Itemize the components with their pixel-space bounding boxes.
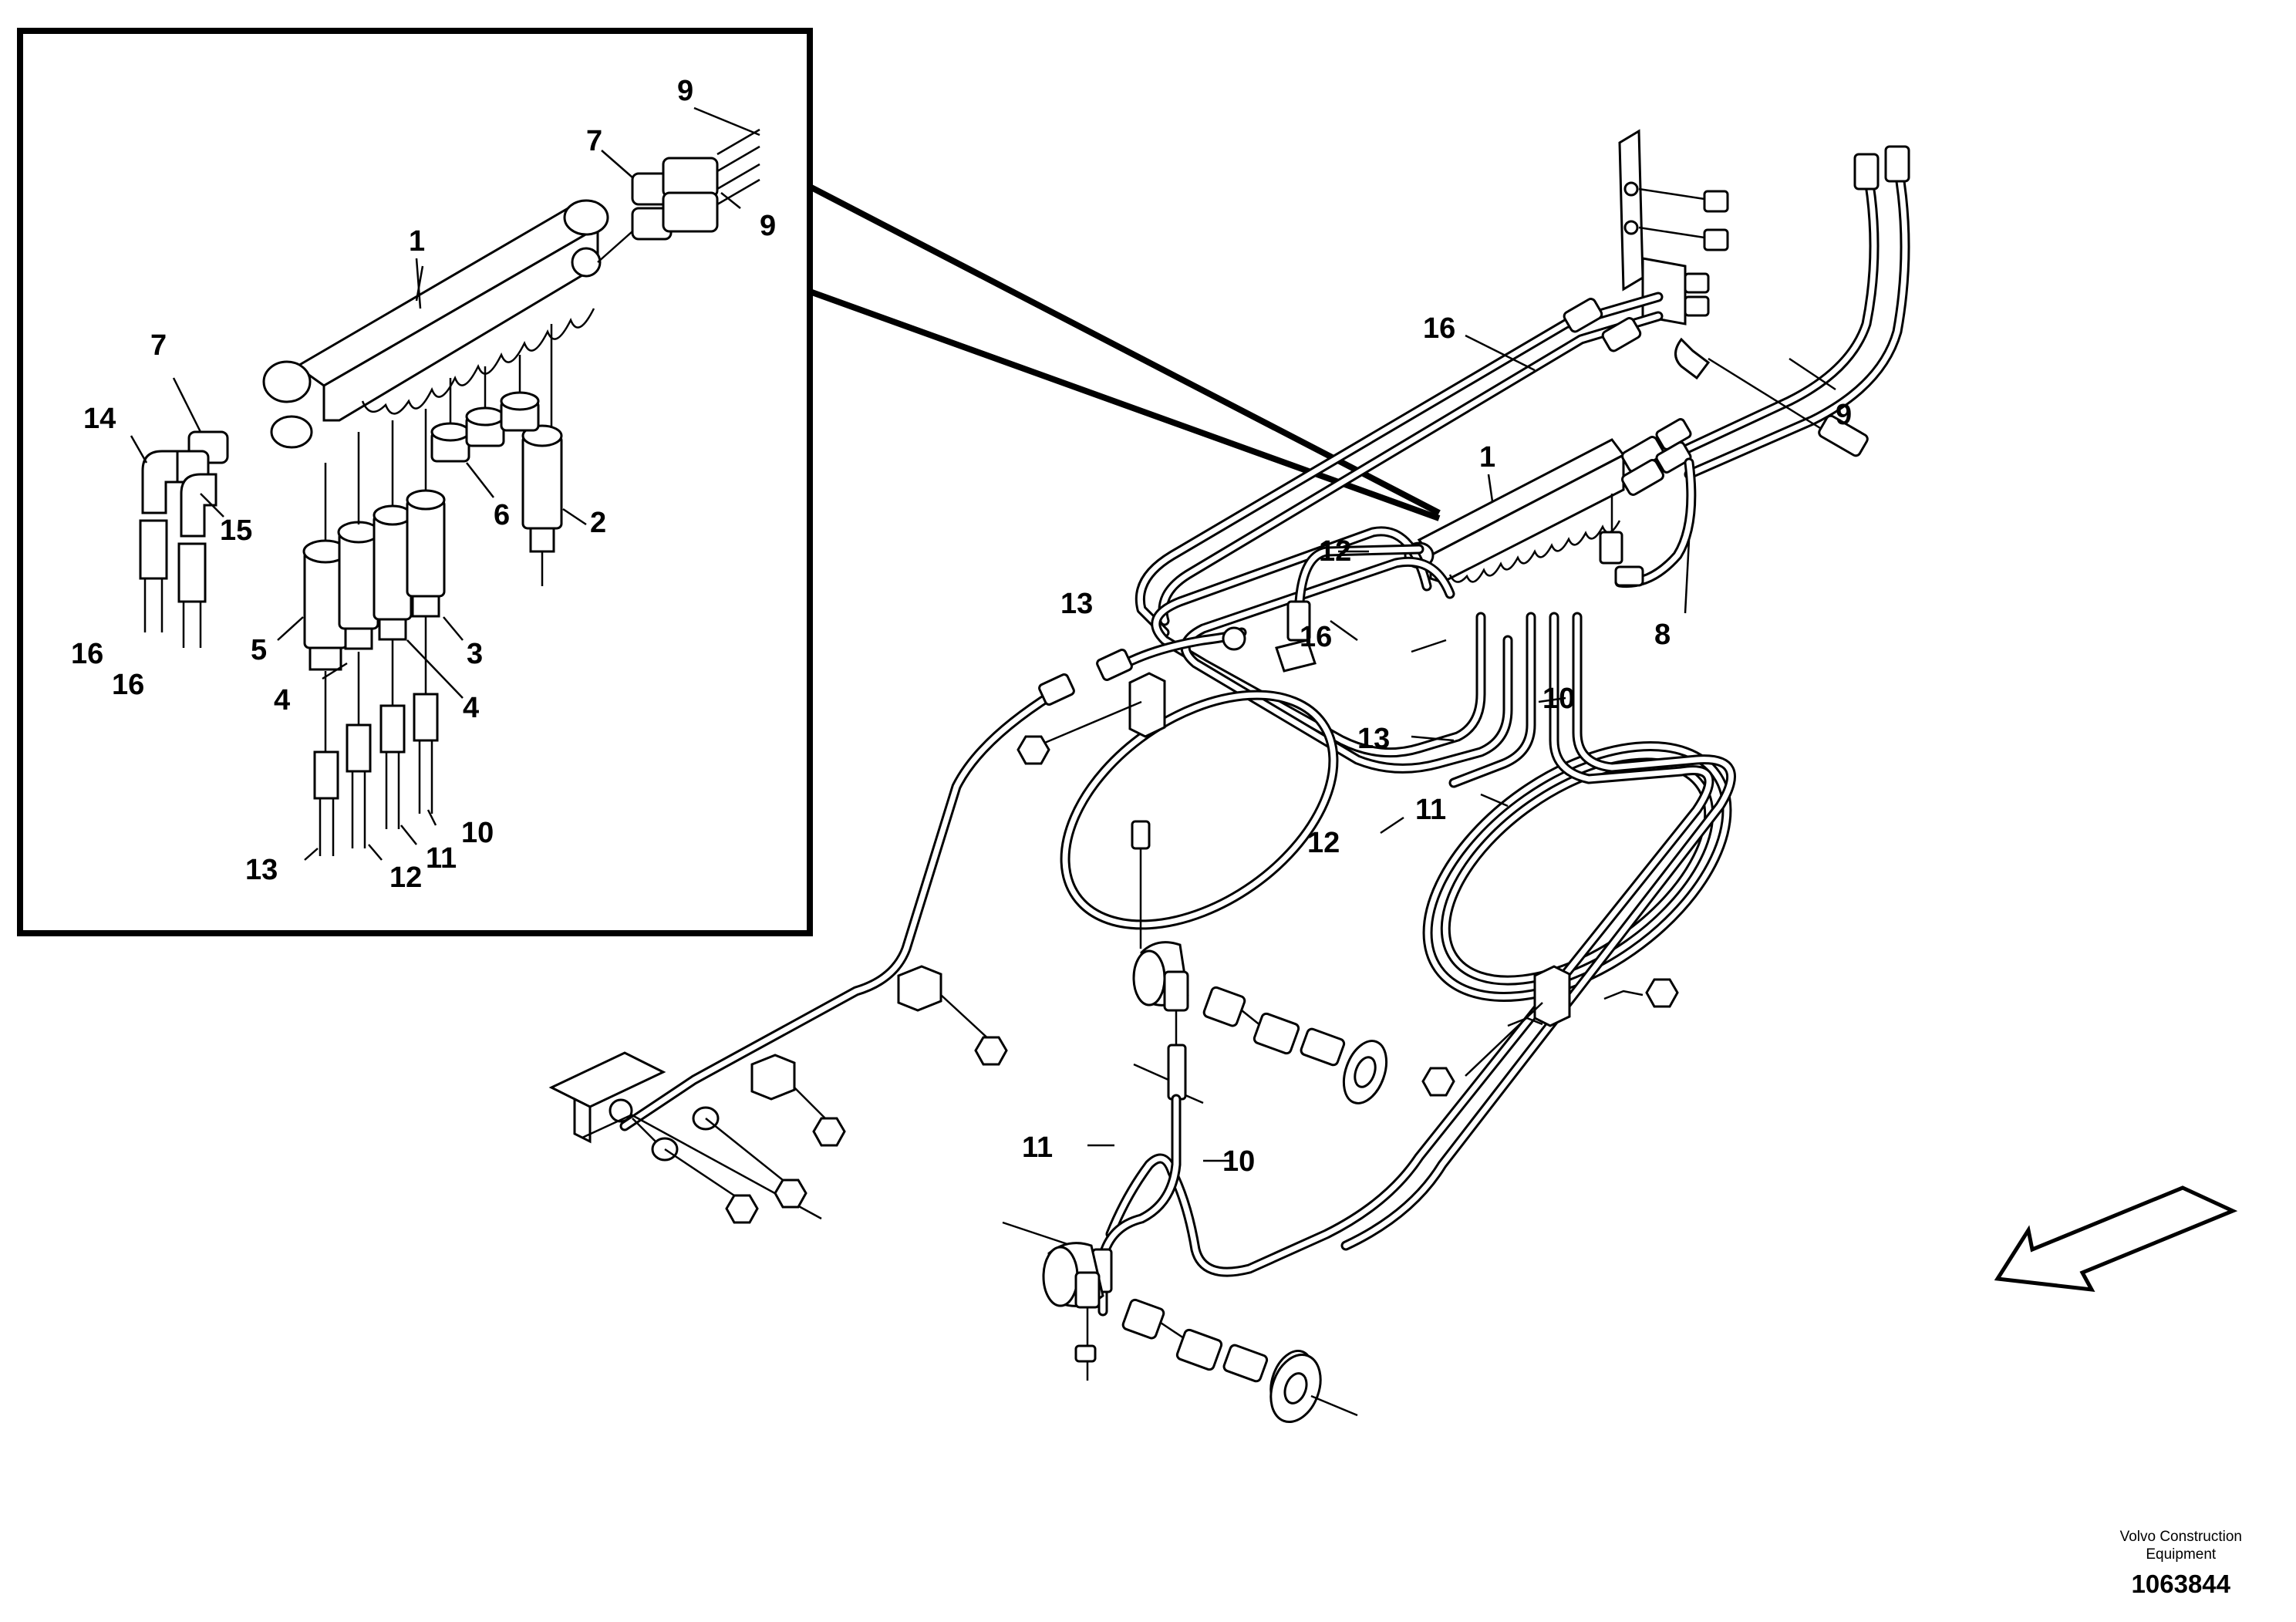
main-assembly: 1 8 9 10 10 11 11 12 12 13 13 16 16 xyxy=(548,129,1910,1424)
main-callout-12a: 12 xyxy=(1319,535,1351,568)
inset-callout-9b: 9 xyxy=(760,210,776,242)
inset-callout-5: 5 xyxy=(251,634,267,666)
main-callout-16b: 16 xyxy=(1300,621,1332,653)
plugs xyxy=(430,355,540,463)
main-callout-1: 1 xyxy=(1479,441,1495,474)
direction-arrow xyxy=(1994,1185,2238,1293)
zoom-leader-top xyxy=(808,184,1441,516)
main-callout-11a: 11 xyxy=(1415,794,1446,826)
adapter-fittings-top xyxy=(597,128,760,263)
inset-leader-lines xyxy=(130,106,760,861)
center-bolt xyxy=(1131,820,1151,949)
inset-callout-4a: 4 xyxy=(274,684,290,717)
inset-callout-7a: 7 xyxy=(586,125,602,157)
inset-callout-16a: 16 xyxy=(71,638,103,670)
manufacturer-line-2: Equipment xyxy=(2146,1546,2217,1563)
main-leader-lines xyxy=(1087,334,1836,1162)
elbow-fittings-left xyxy=(139,430,229,648)
ring-clamp-right xyxy=(1421,965,1679,1097)
hose-end-fittings xyxy=(313,617,439,856)
main-callout-11b: 11 xyxy=(1022,1131,1053,1164)
check-valves xyxy=(302,324,563,671)
drawing-footer: Volvo Construction Equipment 1063844 xyxy=(2120,1528,2242,1599)
inset-callout-1: 1 xyxy=(409,225,425,258)
nuts-washers-lower-left xyxy=(651,1036,1008,1224)
main-callout-16a: 16 xyxy=(1423,312,1455,345)
detail-inset: 1 2 3 4 4 5 6 7 7 9 9 10 11 12 13 14 15 … xyxy=(17,28,1441,936)
inset-callout-11: 11 xyxy=(426,842,457,875)
distribution-block xyxy=(262,199,609,449)
inset-callout-16b: 16 xyxy=(112,669,144,701)
zoom-leader-bottom xyxy=(808,288,1441,521)
inset-callout-6: 6 xyxy=(494,499,510,531)
inset-callout-13: 13 xyxy=(245,854,278,886)
drawing-number: 1063844 xyxy=(2131,1570,2231,1598)
distribution-block-main xyxy=(1404,418,1692,584)
hose-10-11-lower xyxy=(1097,1094,1182,1317)
clamp-blocks xyxy=(750,965,992,1119)
inset-callout-2: 2 xyxy=(590,507,606,539)
main-callout-10a: 10 xyxy=(1542,683,1575,715)
ring-clamp-left xyxy=(1017,626,1246,765)
inset-callout-15: 15 xyxy=(220,514,252,547)
bulkhead-fitting-upper xyxy=(1132,941,1388,1104)
main-callout-8: 8 xyxy=(1654,619,1671,651)
main-callout-9: 9 xyxy=(1836,399,1852,431)
manufacturer-line-1: Volvo Construction xyxy=(2119,1529,2242,1545)
inset-callout-4b: 4 xyxy=(463,692,479,724)
inset-callout-7b: 7 xyxy=(150,329,167,362)
main-callout-12b: 12 xyxy=(1307,827,1340,859)
inset-callout-12: 12 xyxy=(389,862,422,894)
inset-callout-10: 10 xyxy=(461,817,494,849)
inset-callout-14: 14 xyxy=(83,403,116,435)
main-callout-13a: 13 xyxy=(1060,588,1093,620)
inset-callout-9a: 9 xyxy=(677,75,693,107)
main-callout-13b: 13 xyxy=(1357,723,1390,755)
main-callout-10b: 10 xyxy=(1222,1145,1255,1178)
bulkhead-fitting-lower xyxy=(1002,1221,1358,1424)
inset-callout-3: 3 xyxy=(467,638,483,670)
mounting-bracket xyxy=(1618,129,1729,325)
